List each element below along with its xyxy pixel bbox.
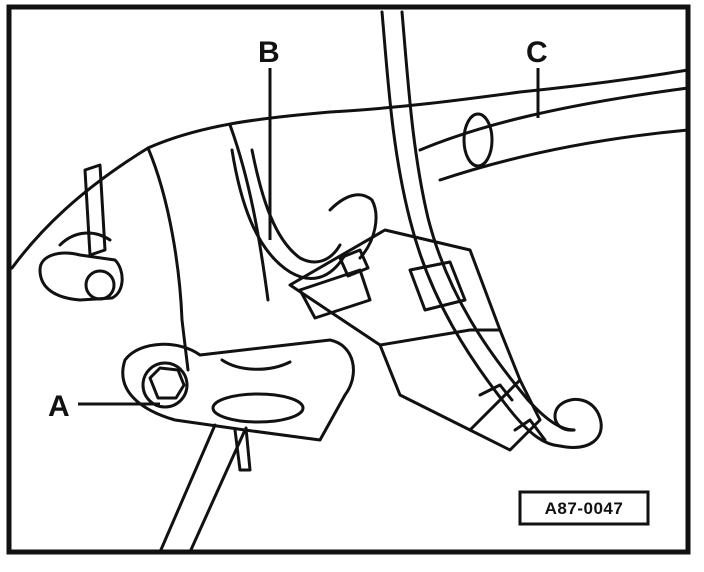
stem-right — [188, 428, 247, 554]
bracket-ridge — [220, 358, 292, 371]
body-left-edge — [146, 146, 190, 372]
ear-upper-edge — [58, 231, 112, 247]
body-top-edge — [10, 68, 690, 270]
leader-lines — [78, 68, 540, 406]
figure-number-box — [518, 490, 650, 526]
lower-connector — [468, 378, 542, 452]
connector-tab — [338, 248, 370, 278]
ear-screw — [84, 269, 116, 301]
cable-left-edge — [380, 10, 562, 448]
connector-plug — [298, 268, 372, 320]
label-a: A — [48, 390, 70, 423]
cable-right-edge — [400, 10, 576, 432]
hose-c-clamp — [462, 112, 494, 168]
bracket-hole — [141, 361, 189, 409]
body-inner-edge — [228, 123, 270, 302]
label-b: B — [258, 36, 280, 69]
figure-border — [6, 4, 691, 555]
hose-c-upper — [418, 86, 690, 152]
line-art — [10, 10, 690, 554]
hose-b-bend — [328, 193, 378, 260]
connector-latch — [408, 260, 467, 312]
bracket-bolt-head — [148, 366, 186, 400]
lower-connector-pin — [513, 418, 547, 442]
lower-connector-detail — [478, 383, 514, 402]
hose-c-lower — [438, 128, 690, 182]
bracket-slot — [211, 392, 305, 424]
label-c: C — [526, 36, 548, 69]
figure-number: A87-0047 — [545, 499, 624, 518]
stem-left — [158, 423, 217, 554]
stem-tab — [233, 426, 252, 472]
mounting-bracket — [121, 338, 355, 442]
connector-seam — [378, 328, 502, 347]
cable-loop — [553, 397, 603, 449]
hose-b-outer — [230, 148, 347, 280]
mounting-ear — [38, 251, 124, 302]
hose-b-inner — [250, 148, 342, 264]
ear-post — [83, 163, 107, 257]
